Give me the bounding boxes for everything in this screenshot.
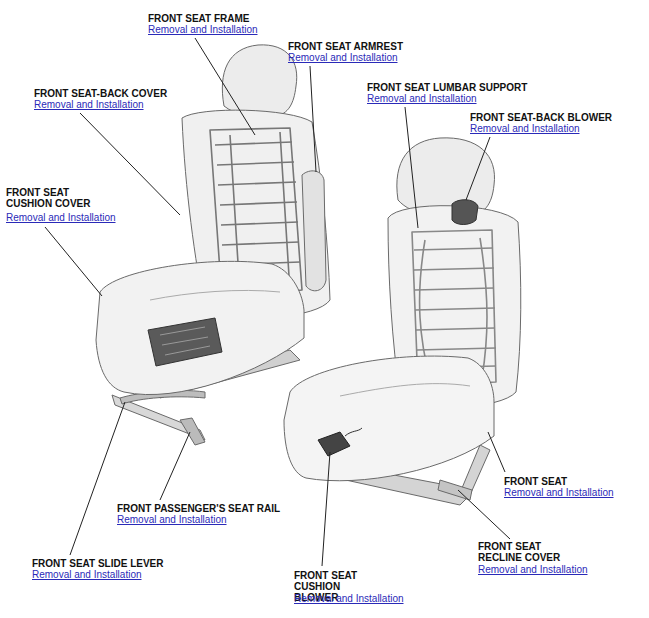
part-name: FRONT SEAT LUMBAR SUPPORT xyxy=(367,82,527,93)
link-text: Removal and Installation xyxy=(6,212,116,223)
link-text: Removal and Installation xyxy=(367,93,477,104)
seat-module xyxy=(148,318,222,366)
part-name: FRONT PASSENGER'S SEAT RAIL xyxy=(117,503,280,514)
part-name: FRONT SEAT-BACK COVER xyxy=(34,88,167,99)
seat-cushion xyxy=(96,261,304,394)
link-text: Removal and Installation xyxy=(34,99,144,110)
part-name: FRONT SEAT FRAME xyxy=(148,13,249,24)
link-text: Removal and Installation xyxy=(504,487,614,498)
cushion-seam xyxy=(340,384,470,396)
armrest xyxy=(302,171,326,291)
link-text: Removal and Installation xyxy=(478,564,588,575)
link-text: Removal and Installation xyxy=(294,593,404,604)
part-name: FRONT SEAT xyxy=(504,476,567,487)
blower-wire xyxy=(345,428,362,436)
leader-line xyxy=(45,38,510,566)
cushion-seam xyxy=(150,290,280,300)
headrest xyxy=(397,138,495,217)
part-name: FRONT SEAT SLIDE LEVER xyxy=(32,558,164,569)
link-text: Removal and Installation xyxy=(288,52,398,63)
headrest xyxy=(222,45,296,117)
link-text: Removal and Installation xyxy=(32,569,142,580)
part-name: FRONT SEAT-BACK BLOWER xyxy=(470,112,612,123)
part-name: FRONT SEAT CUSHION COVER xyxy=(6,187,94,209)
seat-bracket xyxy=(180,418,205,445)
back-blower xyxy=(452,200,478,225)
link-text: Removal and Installation xyxy=(148,24,258,35)
part-name: FRONT SEAT ARMREST xyxy=(288,41,403,52)
link-text: Removal and Installation xyxy=(117,514,227,525)
seat-module xyxy=(160,327,210,355)
seat-cushion xyxy=(284,356,494,481)
recline-cover xyxy=(438,480,472,500)
part-name: FRONT SEAT RECLINE COVER xyxy=(478,541,566,563)
link-text: Removal and Installation xyxy=(470,123,580,134)
